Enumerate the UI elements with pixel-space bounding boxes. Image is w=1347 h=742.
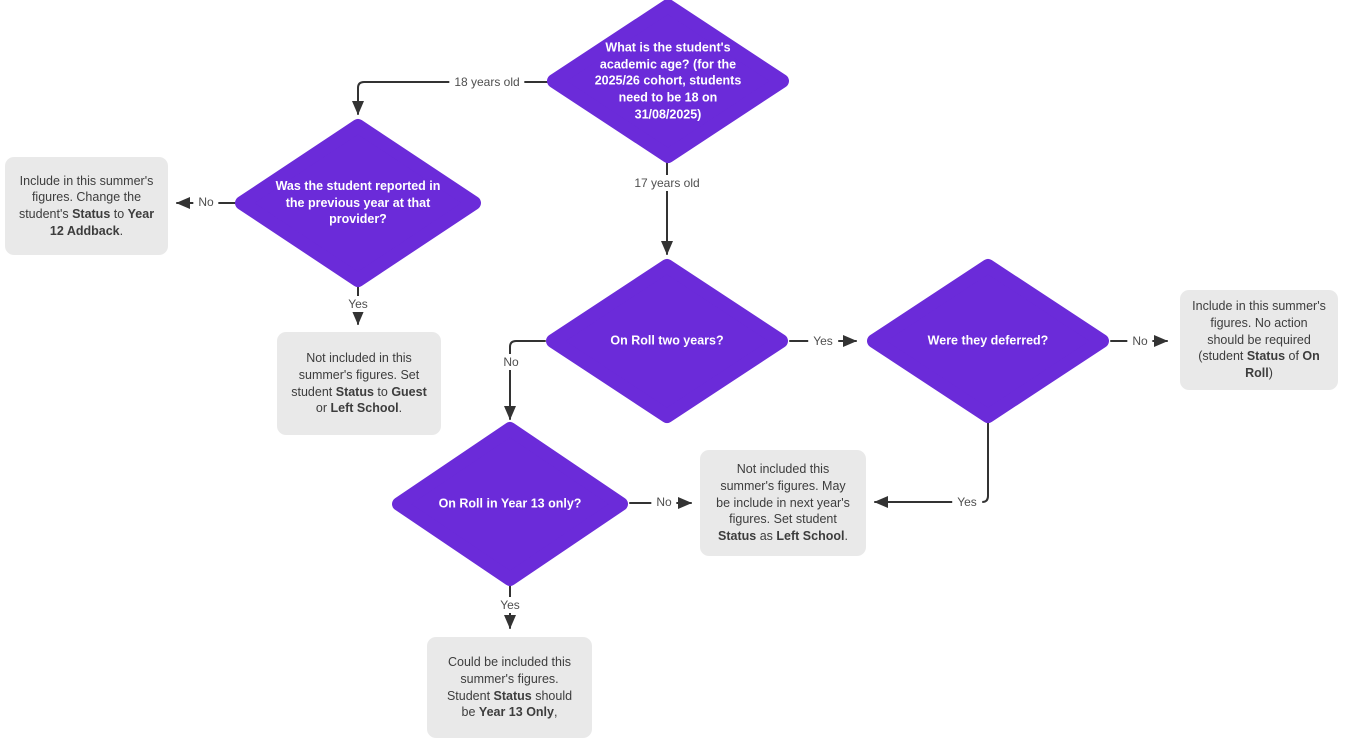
edge-label-deferred-yes: Yes: [952, 494, 982, 510]
outcome-year-13-only: Could be included this summer's figures.…: [427, 637, 592, 738]
outcome-guest-or-left-school: Not included in this summer's figures. S…: [277, 332, 441, 435]
outcome-year-13-only-text: Could be included this summer's figures.…: [446, 655, 573, 720]
outcome-left-school-text: Not included this summer's figures. May …: [716, 462, 850, 543]
outcome-year-12-addback-text: Include in this summer's figures. Change…: [18, 173, 155, 238]
decision-were-they-deferred-label: Were they deferred?: [927, 333, 1049, 348]
decision-on-roll-year13-only-label: On Roll in Year 13 only?: [438, 496, 582, 511]
decision-reported-previous-year: [235, 119, 481, 287]
decision-on-roll-two-years: [546, 259, 788, 423]
outcome-guest-or-left-school-text: Not included in this summer's figures. S…: [291, 351, 427, 416]
edge-age-to-reported: [352, 81, 551, 115]
edge-label-17-years-old: 17 years old: [629, 175, 705, 191]
decision-on-roll-year13-only: [392, 422, 628, 586]
edge-label-onroll2-yes: Yes: [808, 333, 838, 349]
outcome-on-roll-no-action: Include in this summer's figures. No act…: [1180, 290, 1338, 390]
outcome-left-school: Not included this summer's figures. May …: [700, 450, 866, 556]
edge-label-onroll2-no: No: [498, 354, 524, 370]
decision-were-they-deferred: [867, 259, 1109, 423]
decision-academic-age: [547, 0, 789, 163]
decision-on-roll-two-years-label: On Roll two years?: [610, 333, 724, 348]
edge-label-year13-no: No: [651, 494, 677, 510]
decision-academic-age-label: What is the student's academic age? (for…: [594, 40, 742, 121]
outcome-year-12-addback: Include in this summer's figures. Change…: [5, 157, 168, 255]
edge-onroll2-no: [504, 340, 546, 420]
outcome-on-roll-no-action-text: Include in this summer's figures. No act…: [1192, 299, 1326, 380]
edge-label-deferred-no: No: [1127, 333, 1153, 349]
edge-label-18-years-old: 18 years old: [449, 74, 525, 90]
decision-reported-previous-year-label: Was the student reported in the previous…: [275, 179, 441, 227]
edge-label-year13-yes: Yes: [495, 597, 525, 613]
edge-deferred-yes: [874, 422, 989, 508]
edge-label-reported-no: No: [193, 194, 219, 210]
edge-label-reported-yes: Yes: [343, 296, 373, 312]
